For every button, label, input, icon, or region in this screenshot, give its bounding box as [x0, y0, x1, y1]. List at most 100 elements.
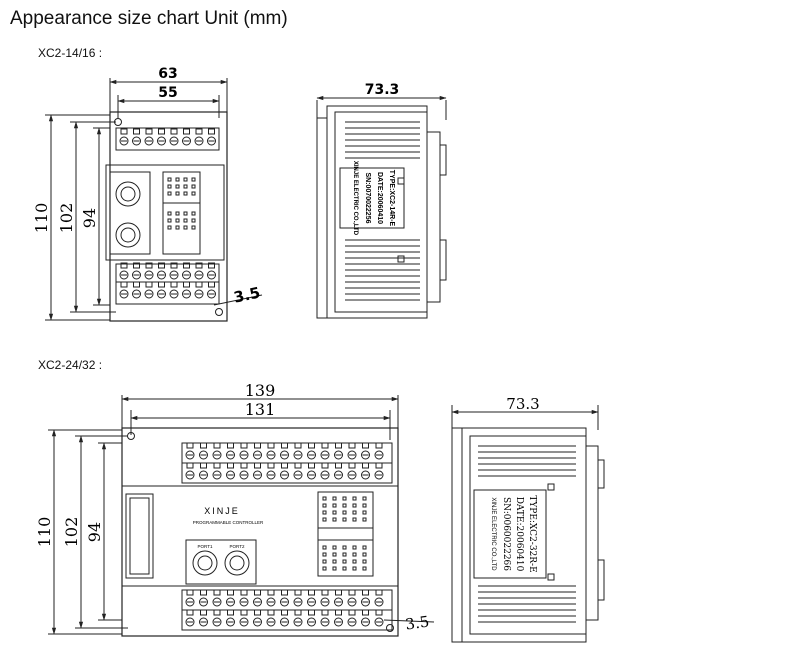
- m2-nameplate: TYPE:XC2-32R-E DATE:20060410 SN:00600222…: [490, 495, 537, 572]
- m1-nameplate-type: TYPE:XC2-14R-E: [388, 170, 395, 227]
- terminal-screw: [119, 289, 129, 299]
- status-led: [342, 552, 347, 557]
- terminal-screw: [266, 450, 276, 460]
- terminal-screw: [212, 597, 222, 607]
- terminal-screw: [361, 470, 370, 480]
- terminal-screw: [320, 470, 330, 480]
- status-led: [183, 191, 188, 196]
- terminal-screw: [182, 270, 191, 280]
- status-led: [183, 218, 188, 223]
- status-led: [342, 496, 347, 501]
- terminal-tab: [308, 462, 315, 469]
- m2-brand-subtitle: PROGRAMMABLE CONTROLLER: [193, 520, 264, 525]
- terminal-tab: [208, 262, 215, 269]
- terminal-screw: [361, 597, 370, 607]
- terminal-tab: [348, 442, 356, 449]
- terminal-tab: [200, 442, 207, 449]
- terminal-screw: [266, 470, 276, 480]
- terminal-tab: [375, 442, 383, 449]
- terminal-tab: [183, 128, 190, 135]
- terminal-tab: [267, 462, 275, 469]
- status-led: [352, 566, 357, 571]
- status-led: [332, 545, 337, 550]
- terminal-screw: [320, 450, 330, 460]
- status-led: [332, 503, 337, 508]
- model-2-front-view: [48, 395, 435, 637]
- terminal-screw: [157, 270, 166, 280]
- terminal-tab: [158, 128, 165, 135]
- m1-dim-outer-height: 110: [32, 203, 51, 234]
- status-led: [183, 177, 188, 182]
- status-led: [183, 225, 188, 230]
- m1-nameplate-sn: SN:0070022256: [364, 173, 371, 224]
- status-led: [362, 552, 367, 557]
- terminal-tab: [170, 281, 178, 288]
- m1-dim-outer-width: 63: [158, 66, 177, 82]
- terminal-screw: [253, 450, 262, 460]
- status-led: [332, 517, 337, 522]
- terminal-screw: [157, 136, 166, 146]
- terminal-screw: [334, 450, 343, 460]
- terminal-screw: [185, 597, 195, 607]
- m1-dim-depth: 73.3: [365, 82, 400, 98]
- terminal-screw: [280, 470, 289, 480]
- terminal-tab: [145, 128, 153, 135]
- model-1-front-view: [45, 78, 263, 322]
- terminal-screw: [144, 136, 154, 146]
- status-led: [362, 503, 367, 508]
- terminal-tab: [227, 462, 234, 469]
- terminal-screw: [169, 270, 179, 280]
- m2-nameplate-sn: SN:0060022266: [501, 497, 511, 571]
- m2-dim-hole-height: 102: [62, 517, 81, 548]
- terminal-tab: [145, 281, 153, 288]
- terminal-screw: [239, 470, 249, 480]
- terminal-tab: [308, 609, 315, 616]
- status-led: [183, 211, 188, 216]
- terminal-tab: [240, 609, 248, 616]
- terminal-tab: [208, 128, 215, 135]
- terminal-screw: [182, 289, 191, 299]
- terminal-tab: [375, 609, 383, 616]
- terminal-screw: [307, 597, 316, 607]
- terminal-screw: [320, 617, 330, 627]
- terminal-screw: [307, 470, 316, 480]
- terminal-tab: [267, 609, 275, 616]
- status-led: [175, 211, 180, 216]
- terminal-screw: [374, 450, 384, 460]
- model-1-label: XC2-14/16 :: [38, 46, 103, 60]
- terminal-tab: [227, 589, 234, 596]
- terminal-tab: [348, 589, 356, 596]
- terminal-tab: [213, 589, 221, 596]
- terminal-tab: [321, 462, 329, 469]
- m1-dim-hole-height: 102: [57, 203, 76, 234]
- status-led: [362, 517, 367, 522]
- terminal-tab: [120, 262, 128, 269]
- terminal-screw: [226, 597, 235, 607]
- terminal-screw: [144, 289, 154, 299]
- terminal-tab: [133, 128, 140, 135]
- page-title: Appearance size chart Unit (mm): [10, 8, 288, 29]
- terminal-screw: [280, 450, 289, 460]
- status-led: [322, 545, 327, 550]
- terminal-screw: [226, 450, 235, 460]
- m2-dim-depth: 73.3: [506, 395, 539, 413]
- terminal-tab: [133, 262, 140, 269]
- m2-nameplate-date: DATE:20060410: [514, 497, 524, 572]
- terminal-screw: [293, 617, 303, 627]
- status-led: [167, 184, 172, 189]
- terminal-screw: [182, 136, 191, 146]
- status-led: [352, 552, 357, 557]
- status-led: [191, 211, 196, 216]
- terminal-screw: [185, 470, 195, 480]
- terminal-tab: [281, 442, 288, 449]
- status-led: [322, 566, 327, 571]
- status-led: [175, 177, 180, 182]
- terminal-tab: [254, 442, 261, 449]
- terminal-tab: [294, 609, 302, 616]
- terminal-screw: [374, 617, 384, 627]
- terminal-screw: [207, 136, 216, 146]
- terminal-screw: [212, 450, 222, 460]
- terminal-screw: [194, 270, 204, 280]
- terminal-screw: [239, 450, 249, 460]
- terminal-tab: [170, 128, 178, 135]
